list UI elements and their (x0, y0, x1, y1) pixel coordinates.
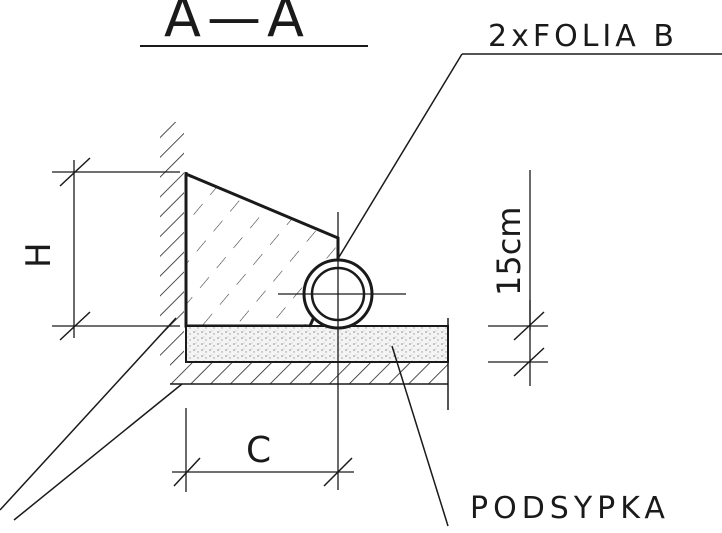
bedding-callout-label: PODSYPKA (470, 491, 670, 526)
ground-hatching (170, 362, 448, 384)
dimension-c (172, 408, 354, 492)
bedding-leader-line (391, 345, 449, 527)
dimension-15cm-label: 15cm (490, 207, 528, 296)
dimension-15cm (488, 170, 548, 386)
membrane-callout-label: 2xFOLIA B (488, 19, 678, 54)
dimension-c-label: C (246, 430, 271, 471)
membrane-leader-line (335, 53, 463, 263)
wall-leader-line-2 (13, 383, 183, 521)
wall-leader-line-1 (0, 317, 177, 511)
dimension-h-label: H (19, 242, 59, 268)
dimension-h (52, 157, 180, 341)
bedding-layer (185, 325, 449, 363)
section-title: A—A (164, 0, 310, 49)
